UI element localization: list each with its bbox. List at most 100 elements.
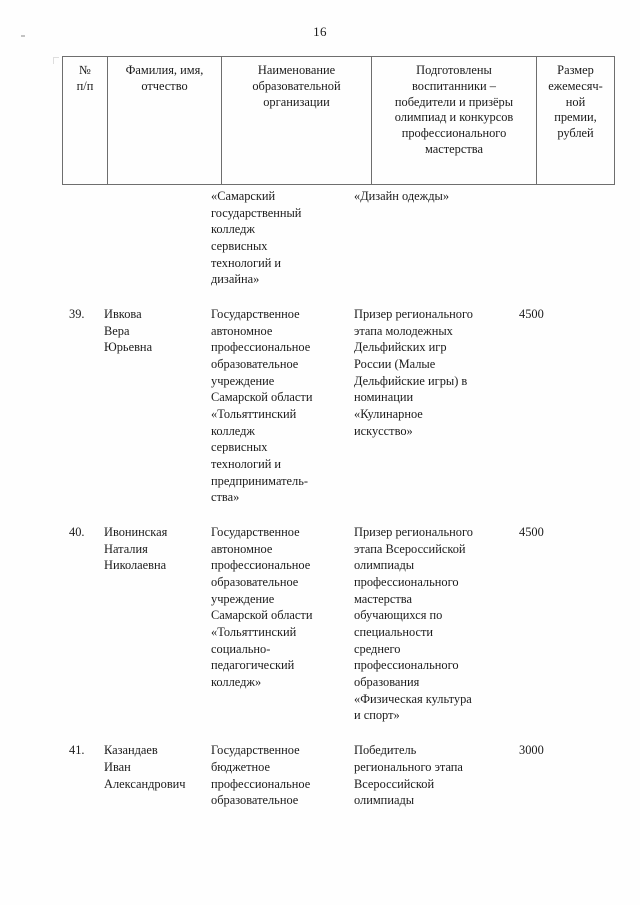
text-line: технологий и bbox=[211, 457, 282, 472]
header-line: победители и призёры bbox=[394, 94, 514, 109]
text-line: колледж» bbox=[211, 675, 262, 690]
header-line: Подготовлены bbox=[416, 63, 492, 77]
header-line: отчество bbox=[141, 78, 188, 93]
text-line: технологий и bbox=[211, 255, 282, 270]
text-line: государственный bbox=[211, 205, 302, 220]
text-line: и спорт» bbox=[354, 708, 400, 723]
text-line: «Дизайн одежды» bbox=[354, 189, 450, 203]
text-line: сервисных bbox=[211, 239, 268, 254]
text-line: Александрович bbox=[104, 776, 186, 791]
header-line: Наименование bbox=[257, 63, 336, 77]
header-line: ной bbox=[565, 94, 586, 109]
text-line: образовательное bbox=[211, 793, 299, 808]
text-line: Призер регионального bbox=[354, 307, 473, 322]
text-line: олимпиады bbox=[354, 793, 415, 808]
text-line: профессиональное bbox=[211, 558, 311, 573]
text-line: Николаевна bbox=[104, 558, 167, 573]
text-line: России (Малые bbox=[354, 357, 436, 372]
text-line: социально- bbox=[211, 641, 271, 656]
cell-amount: 3000 bbox=[519, 743, 544, 758]
text-line: профессиональное bbox=[211, 776, 311, 791]
column-header-fullname: Фамилия, имя,отчество bbox=[107, 56, 222, 185]
text-line: образования bbox=[354, 675, 420, 690]
header-line: мастерства bbox=[425, 141, 483, 156]
text-line: профессионального bbox=[354, 658, 459, 673]
text-line: номинации bbox=[354, 390, 414, 405]
text-line: Государственное bbox=[211, 743, 300, 758]
text-line: Дельфийские игры) в bbox=[354, 373, 468, 388]
header-line: олимпиад и конкурсов bbox=[394, 110, 514, 125]
text-line: автономное bbox=[211, 323, 273, 338]
table-body: «Самарский государственный колледж сервисны… bbox=[62, 188, 579, 809]
text-line: Ивонинская bbox=[104, 525, 168, 540]
header-line: № bbox=[79, 63, 91, 77]
text-line: педагогический bbox=[211, 658, 295, 673]
text-line: этапа молодежных bbox=[354, 323, 453, 338]
text-line: «Кулинарное bbox=[354, 407, 423, 422]
row-spacer bbox=[62, 506, 579, 524]
text-line: Дельфийских игр bbox=[354, 340, 447, 355]
text-line: учреждение bbox=[211, 373, 275, 388]
text-line: Победитель bbox=[354, 743, 417, 758]
text-line: Юрьевна bbox=[104, 340, 153, 355]
header-line: Фамилия, имя, bbox=[125, 63, 204, 77]
text-line: бюджетное bbox=[211, 759, 271, 774]
header-line: премии, bbox=[554, 110, 597, 125]
text-line: дизайна» bbox=[211, 272, 260, 287]
text-line: Государственное bbox=[211, 525, 300, 540]
text-line: среднего bbox=[354, 641, 401, 656]
text-line: специальности bbox=[354, 625, 434, 640]
header-line: рублей bbox=[557, 126, 594, 140]
text-line: колледж bbox=[211, 423, 255, 438]
text-line: олимпиады bbox=[354, 558, 415, 573]
scan-artifact-corner bbox=[53, 57, 59, 64]
text-line: Иван bbox=[104, 759, 131, 774]
table-row: «Самарский государственный колледж сервисны… bbox=[62, 188, 579, 288]
text-line: регионального этапа bbox=[354, 759, 463, 774]
scan-artifact-speck bbox=[21, 35, 25, 37]
text-line: «Самарский bbox=[211, 189, 276, 203]
header-line: п/п bbox=[76, 78, 94, 93]
cell-row-number: 41. bbox=[69, 743, 85, 758]
text-line: Самарской области bbox=[211, 608, 313, 623]
cell-organization: «Самарский государственный колледж сервисны… bbox=[207, 188, 350, 288]
text-line: колледж bbox=[211, 222, 255, 237]
row-spacer bbox=[62, 288, 579, 306]
header-line: профессионального bbox=[401, 126, 507, 140]
text-line: мастерства bbox=[354, 591, 412, 606]
header-line: воспитанники – bbox=[412, 78, 496, 93]
text-line: Самарской области bbox=[211, 390, 313, 405]
text-line: автономное bbox=[211, 541, 273, 556]
header-line: Размер bbox=[557, 63, 594, 77]
row-spacer bbox=[62, 724, 579, 742]
header-line: ежемесяч- bbox=[548, 78, 603, 93]
text-line: Государственное bbox=[211, 307, 300, 322]
text-line: искусство» bbox=[354, 423, 413, 438]
cell-amount: 4500 bbox=[519, 307, 544, 322]
cell-row-number: 39. bbox=[69, 307, 85, 322]
page-number: 16 bbox=[313, 24, 327, 39]
text-line: обучающихся по bbox=[354, 608, 443, 623]
text-line: сервисных bbox=[211, 440, 268, 455]
text-line: Призер регионального bbox=[354, 525, 473, 540]
text-line: ства» bbox=[211, 490, 240, 505]
text-line: Казандаев bbox=[104, 743, 158, 758]
text-line: Ивкова bbox=[104, 307, 142, 322]
text-line: Вера bbox=[104, 323, 130, 338]
